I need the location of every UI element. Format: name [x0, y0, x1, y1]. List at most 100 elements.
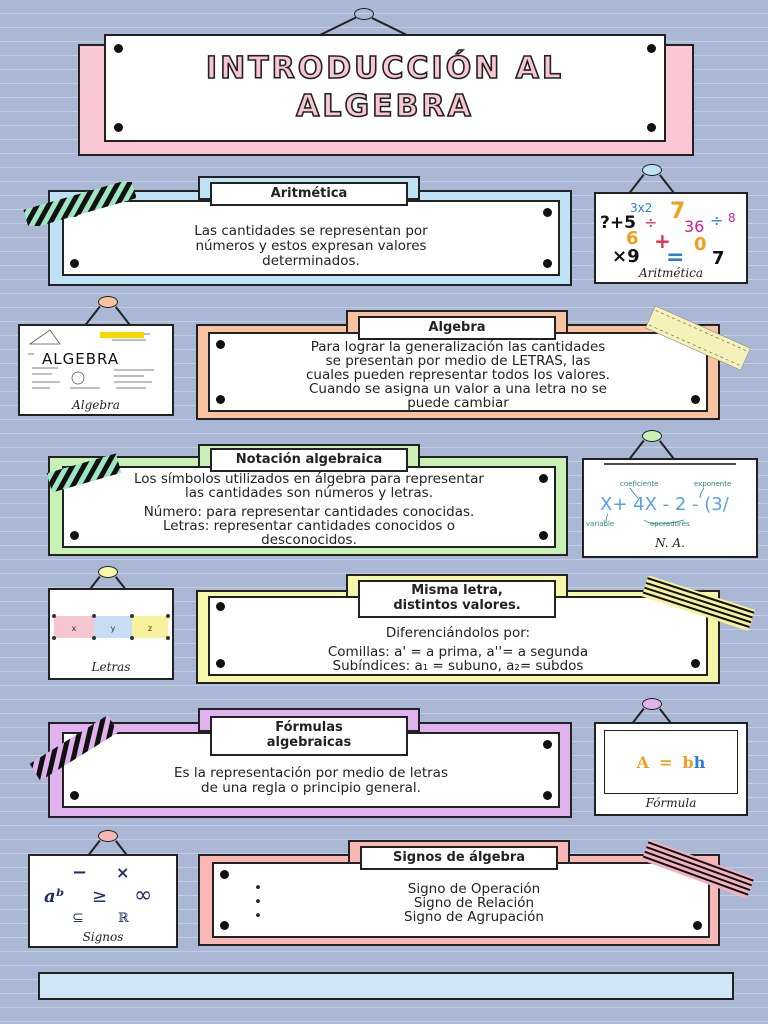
svg-text:z: z: [148, 624, 152, 633]
signos-card: •Signo de Operación •Signo de Relación •…: [212, 862, 710, 938]
aritmetica-description: Las cantidades se representan por número…: [194, 223, 428, 269]
washi-tape: [641, 839, 755, 899]
signos-image: − × aᵇ ≥ ∞ ⊆ ℝ Signos: [28, 854, 178, 948]
aritmetica-image: 3x2 7 ?+5 ÷ 36 ÷ 8 6 + 0 ×9 = 7 Aritméti…: [594, 192, 748, 284]
pin-dot: [539, 531, 548, 540]
letras-description: Diferenciándolos por: Comillas: a' = a p…: [327, 625, 589, 674]
svg-text:÷: ÷: [644, 213, 657, 232]
pin-dot: [220, 921, 229, 930]
footer-bar: [38, 972, 734, 1000]
signos-image-caption: Signos: [82, 930, 124, 944]
notacion-description: Los símbolos utilizados en álgebra para …: [134, 471, 484, 548]
pin-dot: [114, 123, 123, 132]
svg-text:variable: variable: [586, 520, 614, 528]
formula-box: A = bh: [604, 730, 738, 794]
img-hanger-ring: [642, 698, 662, 710]
img-hanger-ring: [642, 164, 662, 176]
page-title-line2: ALGEBRA: [295, 88, 474, 125]
svg-text:ℝ: ℝ: [118, 911, 130, 926]
pin-dot: [539, 474, 548, 483]
svg-text:×: ×: [116, 863, 129, 882]
pin-dot: [691, 659, 700, 668]
algebra-image-caption: Algebra: [72, 398, 120, 412]
letras-image: x y z Letras: [48, 588, 174, 680]
notacion-image: coeficiente exponente X+ 4X - 2 - (3/ va…: [582, 458, 758, 558]
aritmetica-label: Aritmética: [210, 182, 408, 206]
arithmetic-numbers-illustration: 3x2 7 ?+5 ÷ 36 ÷ 8 6 + 0 ×9 = 7: [600, 199, 736, 264]
pin-dot: [70, 259, 79, 268]
pin-dot: [70, 791, 79, 800]
svg-text:6: 6: [626, 228, 639, 249]
pin-dot: [216, 602, 225, 611]
washi-tape: [23, 182, 137, 226]
notacion-card: Los símbolos utilizados en álgebra para …: [62, 466, 556, 548]
svg-text:÷: ÷: [710, 211, 723, 230]
page-title: INTRODUCCIÓN AL ALGEBRA: [106, 50, 664, 126]
svg-text:ALGEBRA: ALGEBRA: [42, 350, 119, 368]
svg-text:3x2: 3x2: [630, 201, 652, 215]
algebraic-expression-illustration: coeficiente exponente X+ 4X - 2 - (3/ va…: [586, 463, 736, 528]
img-hanger-ring: [98, 296, 118, 308]
algebra-symbols-illustration: − × aᵇ ≥ ∞ ⊆ ℝ: [44, 862, 152, 926]
algebra-label: Algebra: [358, 316, 556, 340]
pin-dot: [220, 870, 229, 879]
svg-text:−: −: [72, 862, 87, 883]
svg-text:coeficiente: coeficiente: [620, 480, 658, 488]
list-item: •Signo de Agrupación: [254, 908, 544, 925]
title-hanger-ring: [354, 8, 374, 20]
pin-dot: [543, 259, 552, 268]
algebra-image: ALGEBRA Algebra: [18, 324, 174, 416]
svg-text:exponente: exponente: [694, 480, 731, 488]
pin-dot: [691, 395, 700, 404]
svg-text:7: 7: [670, 199, 685, 224]
signos-bullet-list: •Signo de Operación •Signo de Relación •…: [254, 880, 694, 925]
img-hanger-ring: [642, 430, 662, 442]
pin-dot: [543, 740, 552, 749]
svg-text:+: +: [654, 229, 671, 253]
svg-text:≥: ≥: [92, 886, 107, 907]
page-title-line1: INTRODUCCIÓN AL: [205, 50, 565, 87]
pin-dot: [693, 921, 702, 930]
formula-image-caption: Fórmula: [645, 796, 697, 810]
list-item: •Signo de Relación: [254, 894, 535, 911]
pin-dot: [216, 659, 225, 668]
pin-dot: [543, 208, 552, 217]
washi-tape: [46, 453, 122, 493]
svg-text:operadores: operadores: [650, 520, 690, 528]
signos-label: Signos de álgebra: [360, 846, 558, 870]
pin-dot: [114, 44, 123, 53]
notacion-image-caption: N. A.: [655, 536, 685, 550]
pin-dot: [543, 791, 552, 800]
pin-dot: [216, 395, 225, 404]
title-card: INTRODUCCIÓN AL ALGEBRA: [104, 34, 666, 142]
washi-tape: [645, 305, 751, 371]
pin-dot: [647, 44, 656, 53]
svg-text:aᵇ: aᵇ: [44, 886, 65, 907]
img-hanger-ring: [98, 566, 118, 578]
svg-text:?+5: ?+5: [600, 213, 636, 233]
pin-dot: [70, 531, 79, 540]
aritmetica-card: Las cantidades se representan por número…: [62, 200, 560, 276]
algebra-board-illustration: ALGEBRA: [28, 329, 154, 389]
formula-image: A = bh Fórmula: [594, 722, 748, 816]
list-item: •Signo de Operación: [254, 880, 541, 897]
svg-text:=: =: [666, 245, 684, 264]
aritmetica-image-caption: Aritmética: [638, 266, 704, 280]
svg-text:y: y: [111, 624, 116, 633]
notacion-label: Notación algebraica: [210, 448, 408, 472]
svg-text:8: 8: [728, 211, 736, 225]
formulas-description: Es la representación por medio de letras…: [174, 765, 448, 796]
letras-label: Misma letra, distintos valores.: [358, 580, 556, 618]
algebra-description: Para lograr la generalización las cantid…: [306, 339, 610, 411]
svg-text:0: 0: [694, 234, 707, 255]
svg-text:X+ 4X - 2 - (3/: X+ 4X - 2 - (3/: [600, 494, 730, 515]
algebra-card: Para lograr la generalización las cantid…: [208, 332, 708, 412]
svg-text:∞: ∞: [134, 883, 152, 908]
svg-text:36: 36: [684, 217, 704, 236]
pin-dot: [647, 123, 656, 132]
letras-image-caption: Letras: [91, 660, 131, 674]
svg-text:×9: ×9: [612, 246, 640, 264]
formulas-label: Fórmulas algebraicas: [210, 716, 408, 756]
svg-text:7: 7: [712, 248, 725, 264]
washi-tape: [641, 576, 755, 631]
